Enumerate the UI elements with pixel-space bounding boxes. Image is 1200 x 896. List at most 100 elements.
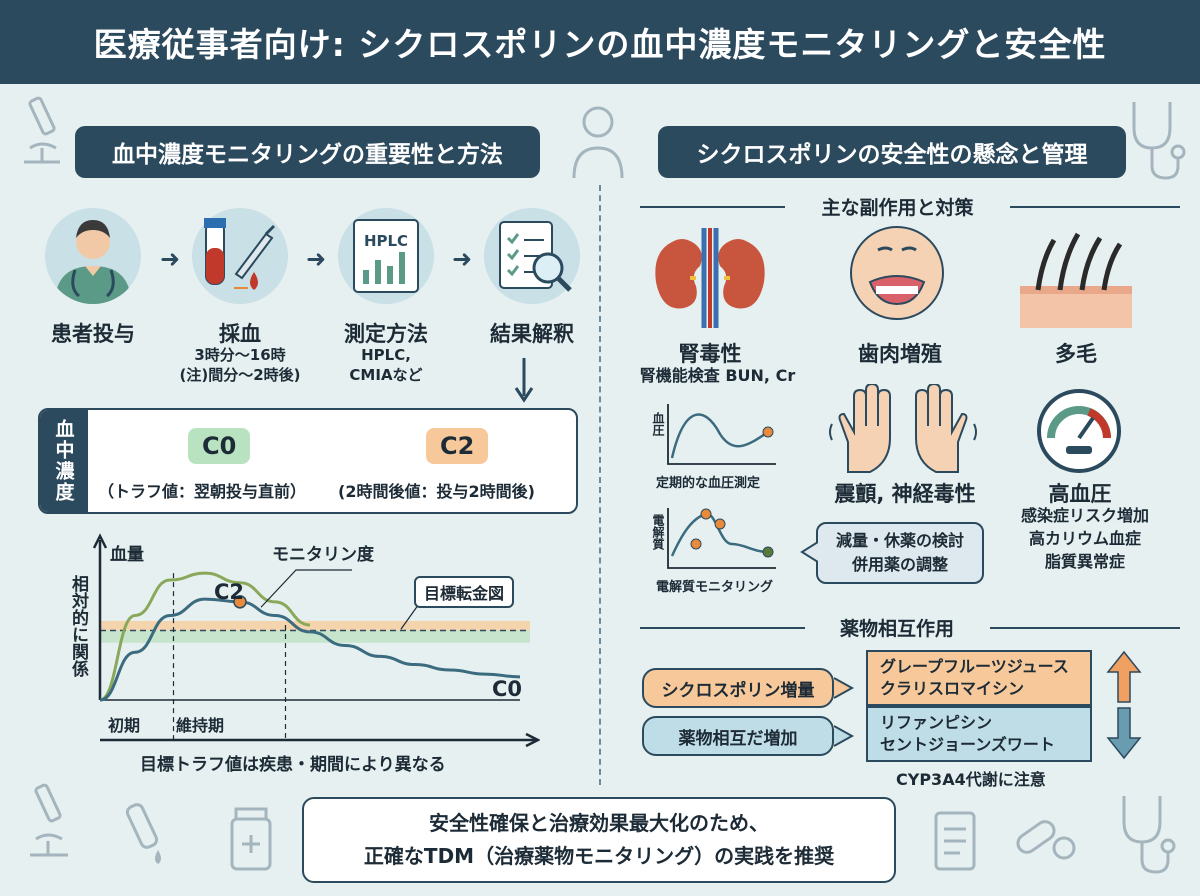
x-axis-arrow [525, 732, 540, 748]
hplc-icon [338, 208, 434, 304]
concentration-chart [92, 533, 540, 748]
interaction-up-pointer [834, 677, 855, 699]
series-line-1 [99, 597, 521, 702]
cyp-note: CYP3A4代謝に注意 [896, 770, 1046, 789]
y-axis-arrow [92, 533, 108, 549]
target-band-lower [100, 630, 530, 643]
chart-curve-label: モニタリン度 [272, 545, 374, 565]
interaction-down-pointer [834, 725, 855, 747]
result-clipboard-icon [484, 208, 580, 304]
callout-line2: 併用薬の調整 [851, 555, 948, 574]
bp-mini-line [670, 413, 769, 459]
kidney-icon [655, 228, 765, 328]
chart-ylabel: 相対的に関係 [68, 575, 88, 677]
kidney-sub: 腎機能検査 BUN, Cr [639, 366, 796, 385]
step-sub-sampling: 3時分～16時 (注)間分～2時後) [179, 346, 301, 384]
bp-label: 高血圧 [1048, 482, 1112, 506]
bp-sub-3: 脂質異常症 [1044, 552, 1125, 572]
hair-skin-icon [1020, 232, 1132, 328]
hair-label: 多毛 [1055, 342, 1097, 366]
stethoscope-icon-bottom [1122, 796, 1176, 874]
gum-label: 歯肉増殖 [858, 342, 942, 366]
arrow-down-blue-icon [1106, 707, 1142, 760]
interaction-up-box: グレープフルーツジュース クラリスロマイシン [866, 650, 1092, 706]
concentration-side-label: 血中濃度 [40, 410, 88, 512]
target-band-upper [100, 620, 530, 631]
step-label-patient: 患者投与 [51, 322, 135, 346]
bp-mini-point-0 [762, 426, 774, 438]
interaction-down-pill: 薬物相互だ増加 [642, 716, 834, 756]
blood-sample-icon [192, 208, 288, 304]
series-line-0 [99, 571, 311, 702]
bp-sub-2: 高カリウム血症 [1028, 529, 1141, 549]
c2-badge: C2 [426, 428, 489, 464]
electrolyte-mini-axes [667, 508, 776, 569]
right-section-title: シクロスポリンの安全性の懸念と管理 [658, 126, 1126, 178]
microscope-icon [24, 96, 60, 164]
medicine-bottle-icon [230, 807, 272, 871]
interactions-heading: 薬物相互作用 [839, 618, 954, 640]
interaction-up-line1: グレープフルーツジュース [880, 657, 1069, 676]
step-sub-measurement: HPLC, CMIAなど [349, 346, 423, 384]
chart-phase-initial: 初期 [108, 716, 141, 735]
footer-line2: 正確なTDM（治療薬物モニタリング）の実践を推奨 [363, 844, 835, 868]
stethoscope-icon [1132, 102, 1186, 180]
interaction-down-line1: リファンピシン [880, 713, 993, 732]
c2-note: (2時間後値：投与2時間後) [338, 482, 535, 501]
bp-mini-chart [667, 404, 776, 465]
chart-trough-label: C0 [492, 677, 523, 701]
c0-badge: C0 [188, 428, 251, 464]
chart-band-label: 目標転金図 [414, 576, 515, 608]
arrow-down-icon [514, 358, 534, 403]
electrolyte-mini-point-2 [714, 518, 726, 530]
c2-point [233, 595, 247, 609]
interaction-line-left [640, 627, 805, 629]
bp-sub-1: 感染症リスク増加 [1020, 506, 1149, 525]
electrolyte-mini-ylabel: 電解質 [651, 514, 665, 550]
footer-box: 安全性確保と治療効果最大化のため、 正確なTDM（治療薬物モニタリング）の実践を… [302, 797, 896, 883]
management-callout: 減量・休薬の検討 併用薬の調整 [816, 522, 984, 584]
arrow-up-icon [1106, 650, 1142, 703]
interaction-up-line2: クラリスロマイシン [880, 679, 1025, 699]
microscope-icon-bottom [30, 783, 68, 857]
interaction-up-pill: シクロスポリン増量 [642, 668, 834, 708]
doctor-icon [572, 106, 624, 179]
interaction-down-box: リファンピシン セントジョーンズワート [866, 706, 1092, 762]
bp-subs: 感染症リスク増加 高カリウム血症 脂質異常症 [1000, 504, 1170, 574]
bp-mini-ylabel: 血圧 [651, 412, 665, 436]
arrow-right-icon-2: ➜ [306, 245, 327, 273]
step-label-sampling: 採血 [219, 322, 261, 346]
chart-phase-maintenance: 維持期 [176, 716, 225, 735]
section-divider [599, 185, 601, 785]
interaction-line-right [990, 627, 1180, 629]
electrolyte-mini-point-0 [690, 538, 702, 550]
gum-face-icon [850, 226, 944, 320]
blood-pressure-gauge-icon [1037, 389, 1121, 473]
subhead-line-left [640, 206, 785, 208]
bp-mini-caption: 定期的な血圧測定 [656, 476, 761, 491]
callout-line1: 減量・休薬の検討 [835, 531, 964, 550]
tremor-label: 震顫, 神経毒性 [834, 482, 976, 506]
electrolyte-mini-chart [667, 508, 776, 569]
subhead-line-right [1010, 206, 1180, 208]
chart-caption: 目標トラフ値は疾患・期間により異なる [140, 755, 446, 775]
concentration-box: 血中濃度 C0 （トラフ値：翌朝投与直前） C2 (2時間後値：投与2時間後) [38, 408, 578, 514]
curve-label-leader [260, 569, 352, 608]
bp-mini-axes [667, 404, 776, 465]
callout-pointer [800, 541, 818, 563]
page-title: 医療従事者向け: シクロスポリンの血中濃度モニタリングと安全性 [0, 0, 1200, 84]
left-section-title: 血中濃度モニタリングの重要性と方法 [75, 126, 540, 178]
chart-top-label: 血量 [110, 545, 144, 565]
test-tube-icon [125, 803, 161, 864]
pills-icon [1016, 820, 1076, 860]
hplc-icon-text: HPLC [363, 232, 409, 250]
step-label-measurement: 測定方法 [344, 322, 428, 346]
side-effects-heading: 主な副作用と対策 [821, 197, 974, 219]
clipboard-icon [934, 811, 976, 871]
kidney-label: 腎毒性 [678, 342, 742, 366]
patient-icon [45, 208, 141, 304]
footer-line1: 安全性確保と治療効果最大化のため、 [429, 811, 769, 835]
electrolyte-mini-point-3 [762, 546, 774, 558]
electrolyte-mini-point-1 [700, 508, 712, 520]
chart-peak-label: C2 [214, 580, 245, 604]
